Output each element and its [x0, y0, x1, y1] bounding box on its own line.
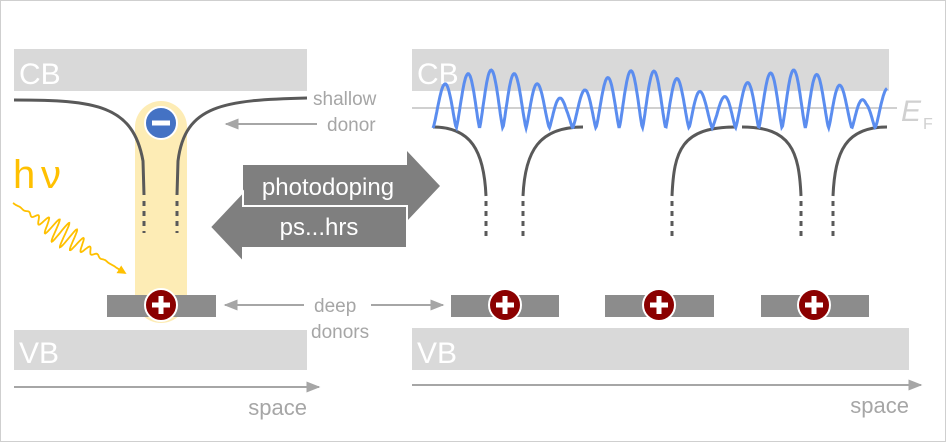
photodoping-arrow: photodoping	[243, 151, 440, 221]
electron-icon	[144, 106, 178, 140]
conduction-band-left	[14, 49, 307, 91]
relaxation-time-label: ps...hrs	[280, 214, 359, 241]
relaxation-arrow: ps...hrs	[208, 189, 408, 265]
excitation-glow	[135, 101, 187, 323]
valence-band-left	[14, 330, 307, 370]
wells-dashed-right	[484, 201, 835, 237]
donor-label: donor	[327, 115, 376, 136]
donors-label: donors	[311, 322, 369, 343]
deep-label: deep	[314, 296, 356, 317]
wavy-arrow-icon	[12, 202, 127, 274]
potential-landscape-right	[432, 125, 888, 197]
potential-well-left-wall	[13, 98, 146, 196]
fermi-level-subscript: F	[923, 116, 933, 133]
photon-label-h: h	[13, 153, 35, 197]
hole-plus-icon	[642, 288, 676, 322]
cb-label-right: CB	[417, 58, 459, 91]
shallow-label: shallow	[313, 89, 377, 110]
photodoping-label: photodoping	[262, 174, 394, 201]
hole-plus-icon	[488, 288, 522, 322]
hole-plus-icon	[797, 288, 831, 322]
vb-label-left: VB	[19, 337, 59, 370]
cb-label-left: CB	[19, 58, 61, 91]
electron-wavefunction	[431, 68, 888, 134]
hole-plus-icon	[144, 288, 178, 322]
valence-band-right	[412, 328, 909, 370]
space-label-right: space	[850, 393, 909, 418]
space-label-left: space	[248, 395, 307, 420]
vb-label-right: VB	[417, 337, 457, 370]
potential-well-right-wall	[175, 96, 308, 196]
photon-label-nu: ν	[41, 153, 61, 197]
fermi-level-label: E	[901, 95, 922, 128]
